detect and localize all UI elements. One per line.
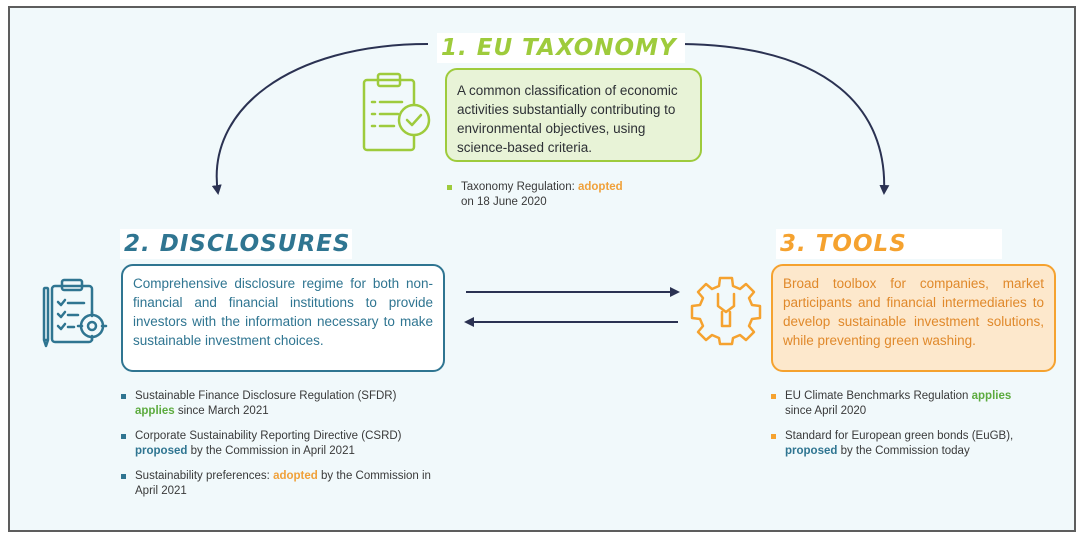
arrow-taxonomy-to-disclosures xyxy=(211,43,429,195)
status-highlight: proposed xyxy=(785,445,838,457)
tools-title: 3. TOOLS xyxy=(776,229,1002,259)
bullet-text: by the Commission in April 2021 xyxy=(135,470,431,497)
tools-bullet-list: EU Climate Benchmarks Regulation applies… xyxy=(771,389,1061,469)
bullet-text: Sustainable Finance Disclosure Regulatio… xyxy=(135,390,397,402)
taxonomy-bullet-list: Taxonomy Regulation: adopted on 18 June … xyxy=(447,180,727,220)
bullet-marker xyxy=(771,434,776,439)
bullet-text: on 18 June 2020 xyxy=(461,196,547,208)
disclosures-description: Comprehensive disclosure regime for both… xyxy=(133,276,433,348)
taxonomy-description: A common classification of economic acti… xyxy=(457,83,678,155)
status-highlight: adopted xyxy=(273,470,318,482)
bullet-text: by the Commission in April 2021 xyxy=(187,445,355,457)
bullet-marker xyxy=(121,474,126,479)
bullet-text: by the Commission today xyxy=(837,445,970,457)
bullet-text: EU Climate Benchmarks Regulation xyxy=(785,390,972,402)
disclosures-description-box: Comprehensive disclosure regime for both… xyxy=(121,264,445,372)
bullet-text: Corporate Sustainability Reporting Direc… xyxy=(135,430,402,442)
status-highlight: proposed xyxy=(135,445,188,457)
bullet-marker xyxy=(121,434,126,439)
taxonomy-title: 1. EU TAXONOMY xyxy=(437,33,685,63)
bullet-text: Standard for European green bonds (EuGB)… xyxy=(785,430,1014,442)
list-item: Sustainable Finance Disclosure Regulatio… xyxy=(121,389,451,419)
bullet-marker xyxy=(771,394,776,399)
bullet-text: Sustainability preferences: xyxy=(135,470,274,482)
clipboard-check-icon xyxy=(362,72,431,152)
bullet-text: Taxonomy Regulation: xyxy=(461,181,578,193)
bullet-marker xyxy=(121,394,126,399)
bullet-text: since March 2021 xyxy=(174,405,269,417)
bullet-marker xyxy=(447,185,452,190)
status-highlight: applies xyxy=(971,390,1012,402)
arrow-taxonomy-to-tools xyxy=(681,43,890,195)
status-highlight: applies xyxy=(135,405,175,417)
disclosures-title: 2. DISCLOSURES xyxy=(120,229,352,259)
tools-description-box: Broad toolbox for companies, market part… xyxy=(771,264,1056,372)
clipboard-gear-icon xyxy=(42,278,108,348)
wrench-gear-icon xyxy=(690,276,762,346)
tools-description: Broad toolbox for companies, market part… xyxy=(783,276,1044,348)
list-item: Taxonomy Regulation: adopted on 18 June … xyxy=(447,180,727,210)
taxonomy-description-box: A common classification of economic acti… xyxy=(445,68,702,162)
list-item: Corporate Sustainability Reporting Direc… xyxy=(121,429,451,459)
list-item: Standard for European green bonds (EuGB)… xyxy=(771,429,1061,459)
disclosures-bullet-list: Sustainable Finance Disclosure Regulatio… xyxy=(121,389,451,509)
list-item: EU Climate Benchmarks Regulation applies… xyxy=(771,389,1061,419)
status-highlight: adopted xyxy=(577,181,623,193)
bullet-text: since April 2020 xyxy=(785,405,867,417)
list-item: Sustainability preferences: adopted by t… xyxy=(121,469,451,499)
